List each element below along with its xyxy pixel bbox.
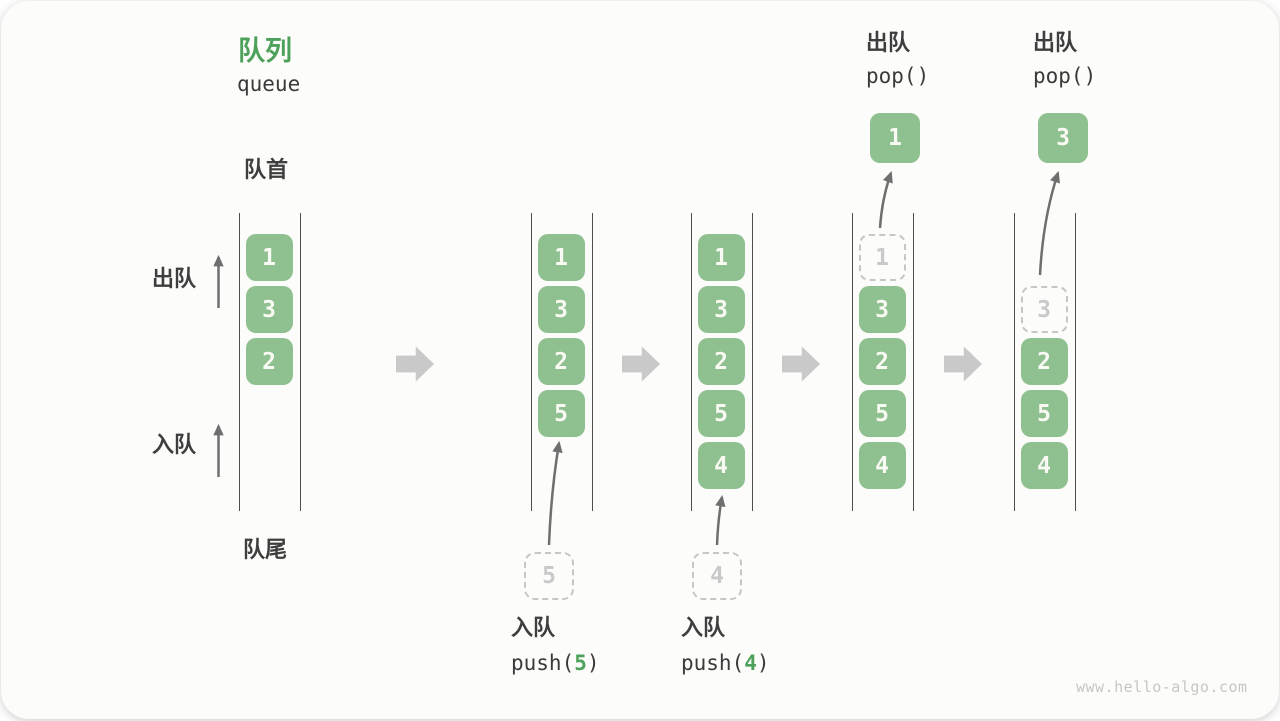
queue-cell: 2 [245, 338, 293, 385]
queue-cell: 2 [697, 338, 745, 385]
dequeue-side-label: 出队 [152, 266, 197, 291]
pending-enqueue-cell: 4 [692, 552, 742, 600]
queue-cell: 5 [1020, 390, 1068, 437]
queue-wall-left [690, 213, 692, 511]
queue-front-label: 队首 [244, 157, 289, 182]
queue-cell: 1 [537, 234, 585, 281]
page-subtitle: queue [237, 72, 301, 96]
queue-wall-left [1013, 213, 1015, 511]
queue-wall-right [1074, 213, 1076, 511]
queue-cell: 1 [245, 234, 293, 281]
step-transition-arrow-icon [622, 346, 660, 382]
push-arg: 4 [744, 651, 757, 675]
queue-cell: 4 [858, 442, 906, 489]
queue-cell: 2 [537, 338, 585, 385]
queue-cell: 3 [245, 286, 293, 333]
push-code: push(4) [681, 651, 770, 675]
queue-cell: 1 [697, 234, 745, 281]
queue-wall-right [751, 213, 753, 511]
queue-cell-dashed: 1 [858, 234, 906, 281]
pop-code: pop() [1033, 64, 1097, 88]
dequeue-caption: 出队 [866, 30, 911, 55]
step-transition-arrow-icon [782, 346, 820, 382]
step-transition-arrow-icon [396, 346, 434, 382]
queue-cell: 5 [537, 390, 585, 437]
push-code: push(5) [511, 651, 600, 675]
queue-cell: 3 [697, 286, 745, 333]
queue-rear-label: 队尾 [243, 537, 288, 562]
queue-cell: 4 [1020, 442, 1068, 489]
dequeue-arrow [878, 171, 893, 229]
enqueue-arrow [715, 494, 726, 546]
pop-code: pop() [866, 64, 930, 88]
queue-wall-right [299, 213, 301, 511]
queue-cell: 2 [858, 338, 906, 385]
queue-cell: 2 [1020, 338, 1068, 385]
queue-wall-left [851, 213, 853, 511]
queue-wall-left [238, 213, 240, 511]
pending-enqueue-cell: 5 [524, 552, 574, 600]
queue-wall-right [912, 213, 914, 511]
queue-cell: 4 [697, 442, 745, 489]
enqueue-side-label: 入队 [152, 432, 197, 457]
queue-wall-right [591, 213, 593, 511]
dequeue-arrow [1038, 171, 1060, 276]
queue-cell: 5 [697, 390, 745, 437]
watermark: www.hello-algo.com [1076, 678, 1248, 696]
queue-cell-dashed: 3 [1020, 286, 1068, 333]
queue-cell: 3 [858, 286, 906, 333]
popped-cell: 1 [870, 113, 920, 163]
enqueue-caption: 入队 [681, 615, 726, 640]
enqueue-caption: 入队 [511, 615, 556, 640]
push-arg: 5 [574, 651, 587, 675]
queue-cell: 5 [858, 390, 906, 437]
queue-wall-left [530, 213, 532, 511]
queue-cell: 3 [537, 286, 585, 333]
page-title: 队列 [238, 36, 292, 66]
popped-cell: 3 [1038, 113, 1088, 163]
enqueue-arrow [547, 440, 563, 546]
dequeue-caption: 出队 [1033, 30, 1078, 55]
step-transition-arrow-icon [944, 346, 982, 382]
